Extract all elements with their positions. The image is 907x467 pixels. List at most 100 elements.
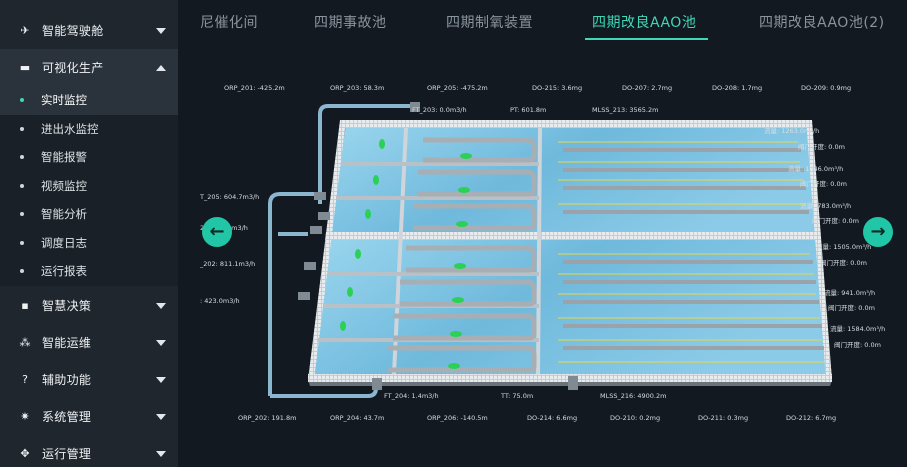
nodes-icon: ⁂ [19, 336, 31, 349]
label-valve-2: 阀门开度: 0.0m [800, 180, 847, 188]
label-mlss-216: MLSS_216: 4900.2m [600, 392, 667, 400]
divider-2 [536, 128, 542, 374]
grid-icon: ✥ [20, 447, 30, 460]
submenu-item-analysis[interactable]: 智能分析 [0, 200, 178, 229]
aeration-lines [558, 141, 824, 363]
label-orp-203: ORP_203: 58.3m [330, 84, 385, 92]
bullet-icon [20, 212, 24, 217]
arrow-right-icon: → [870, 221, 886, 242]
gear-icon: ✷ [20, 410, 30, 423]
label-orp-205: ORP_205: -475.2m [427, 84, 488, 92]
sidebar-item-label: 智能运维 [42, 336, 92, 350]
sidebar-item-system[interactable]: ✷ 系统管理 [0, 398, 178, 435]
submenu-item-video[interactable]: 视频监控 [0, 172, 178, 201]
tab-oxygen-device[interactable]: 四期制氧装置 [446, 15, 533, 31]
bullet-icon [20, 183, 24, 188]
label-flow-2: 流量: 1046.0m³/h [788, 165, 844, 173]
valves [298, 102, 578, 390]
sidebar-item-maintenance[interactable]: ⁂ 智能运维 [0, 324, 178, 361]
label-ft-203: FT_203: 0.0m3/h [412, 106, 467, 114]
label-do-207: DO-207: 2.7mg [622, 84, 673, 92]
label-orp-206: ORP_206: -140.5m [427, 414, 488, 422]
submenu-item-label: 调度日志 [41, 235, 87, 250]
label-tt: TT: 75.0m [501, 392, 534, 400]
submenu-item-inout-water[interactable]: 进出水监控 [0, 115, 178, 144]
label-left-flow: : 423.0m3/h [200, 297, 240, 305]
label-valve-5: 阀门开度: 0.0m [828, 304, 875, 312]
label-valve-6: 阀门开度: 0.0m [834, 341, 881, 349]
label-do-212: DO-212: 6.7mg [786, 414, 837, 422]
sidebar-item-visual-production[interactable]: ▬ 可视化生产 [0, 49, 178, 86]
submenu-item-label: 运行报表 [41, 264, 87, 279]
label-flow-5: 流量: 941.0m³/h [824, 289, 876, 297]
chevron-down-icon [156, 339, 166, 346]
wall-right [806, 120, 832, 380]
tab-aao-pool-2[interactable]: 四期改良AAO池(2) [759, 15, 885, 31]
label-orp-201: ORP_201: -425.2m [224, 84, 285, 92]
label-valve-1: 阀门开度: 0.0m [798, 143, 845, 151]
briefcase-icon: ▪ [21, 299, 29, 312]
submenu-item-label: 智能分析 [41, 207, 87, 222]
monitor-icon: ▬ [19, 61, 31, 74]
submenu-item-report[interactable]: 运行报表 [0, 257, 178, 286]
sidebar-item-decision[interactable]: ▪ 智慧决策 [0, 287, 178, 324]
sidebar-item-operation[interactable]: ✥ 运行管理 [0, 435, 178, 467]
chevron-down-icon [156, 302, 166, 309]
sidebar-item-label: 系统管理 [42, 410, 92, 424]
bullet-icon [20, 269, 24, 274]
sidebar-item-label: 智慧决策 [42, 299, 92, 313]
tab-bar: 尼催化间 四期事故池 四期制氧装置 四期改良AAO池 四期改良AAO池(2) [178, 0, 907, 44]
label-ft-204: FT_204: 1.4m3/h [384, 392, 439, 400]
question-icon: ? [22, 373, 28, 386]
chevron-up-icon [156, 64, 166, 71]
label-mlss-213: MLSS_213: 3565.2m [592, 106, 659, 114]
label-orp-202: ORP_202: 191.8m [238, 414, 297, 422]
submenu-item-label: 视频监控 [41, 178, 87, 193]
submenu-item-alarm[interactable]: 智能报警 [0, 143, 178, 172]
tab-accident-pool[interactable]: 四期事故池 [314, 15, 387, 31]
label-pt: PT: 601.8m [510, 106, 547, 114]
label-left-202: _202: 811.1m3/h [200, 260, 256, 268]
submenu-item-label: 智能报警 [41, 150, 87, 165]
sidebar-item-label: 智能驾驶舱 [42, 24, 104, 38]
sidebar-item-label: 辅助功能 [42, 373, 92, 387]
label-flow-6: 流量: 1584.0m³/h [830, 325, 886, 333]
chevron-down-icon [156, 413, 166, 420]
submenu-item-label: 实时监控 [41, 93, 87, 108]
sidebar-item-auxiliary[interactable]: ? 辅助功能 [0, 361, 178, 398]
divider-1 [392, 128, 408, 374]
next-view-button[interactable]: → [863, 217, 893, 247]
arrow-left-icon: ← [209, 221, 225, 242]
submenu-item-dispatch-log[interactable]: 调度日志 [0, 229, 178, 258]
chevron-down-icon [156, 27, 166, 34]
aao-pool-scene: ORP_201: -425.2m ORP_203: 58.3m ORP_205:… [178, 44, 907, 467]
chevron-down-icon [156, 376, 166, 383]
chevron-down-icon [156, 450, 166, 457]
tab-aao-pool[interactable]: 四期改良AAO池 [592, 15, 697, 31]
main-content: 尼催化间 四期事故池 四期制氧装置 四期改良AAO池 四期改良AAO池(2) [178, 0, 907, 467]
prev-view-button[interactable]: ← [202, 217, 232, 247]
submenu-item-label: 进出水监控 [41, 121, 99, 136]
label-do-209: DO-209: 0.9mg [801, 84, 852, 92]
bullet-icon [20, 240, 24, 245]
mixer-markers [340, 139, 472, 369]
label-do-208: DO-208: 1.7mg [712, 84, 763, 92]
wall-left [308, 120, 346, 380]
bullet-icon [20, 98, 24, 103]
rocket-icon: ✈ [20, 24, 30, 37]
wall-top [340, 120, 812, 128]
tab-catalyst-room[interactable]: 尼催化间 [200, 15, 258, 31]
label-valve-3: 阀门开度: 0.0m [812, 217, 859, 225]
submenu-visual-production: 实时监控 进出水监控 智能报警 视频监控 智能分析 调度日志 运行报表 [0, 86, 178, 286]
sidebar-item-cockpit[interactable]: ✈ 智能驾驶舱 [0, 12, 178, 49]
label-flow-1: 流量: 1263.0m³/h [764, 127, 820, 135]
active-tab-indicator [585, 38, 708, 40]
label-do-215: DO-215: 3.6mg [532, 84, 583, 92]
label-valve-4: 阀门开度: 0.0m [820, 259, 867, 267]
submenu-item-realtime[interactable]: 实时监控 [0, 86, 178, 115]
label-do-210: DO-210: 0.2mg [610, 414, 661, 422]
sidebar-item-label: 可视化生产 [42, 61, 104, 75]
pool-diagram [268, 102, 832, 398]
label-flow-3: 流量: 783.0m³/h [800, 202, 852, 210]
sidebar-item-label: 运行管理 [42, 447, 92, 461]
